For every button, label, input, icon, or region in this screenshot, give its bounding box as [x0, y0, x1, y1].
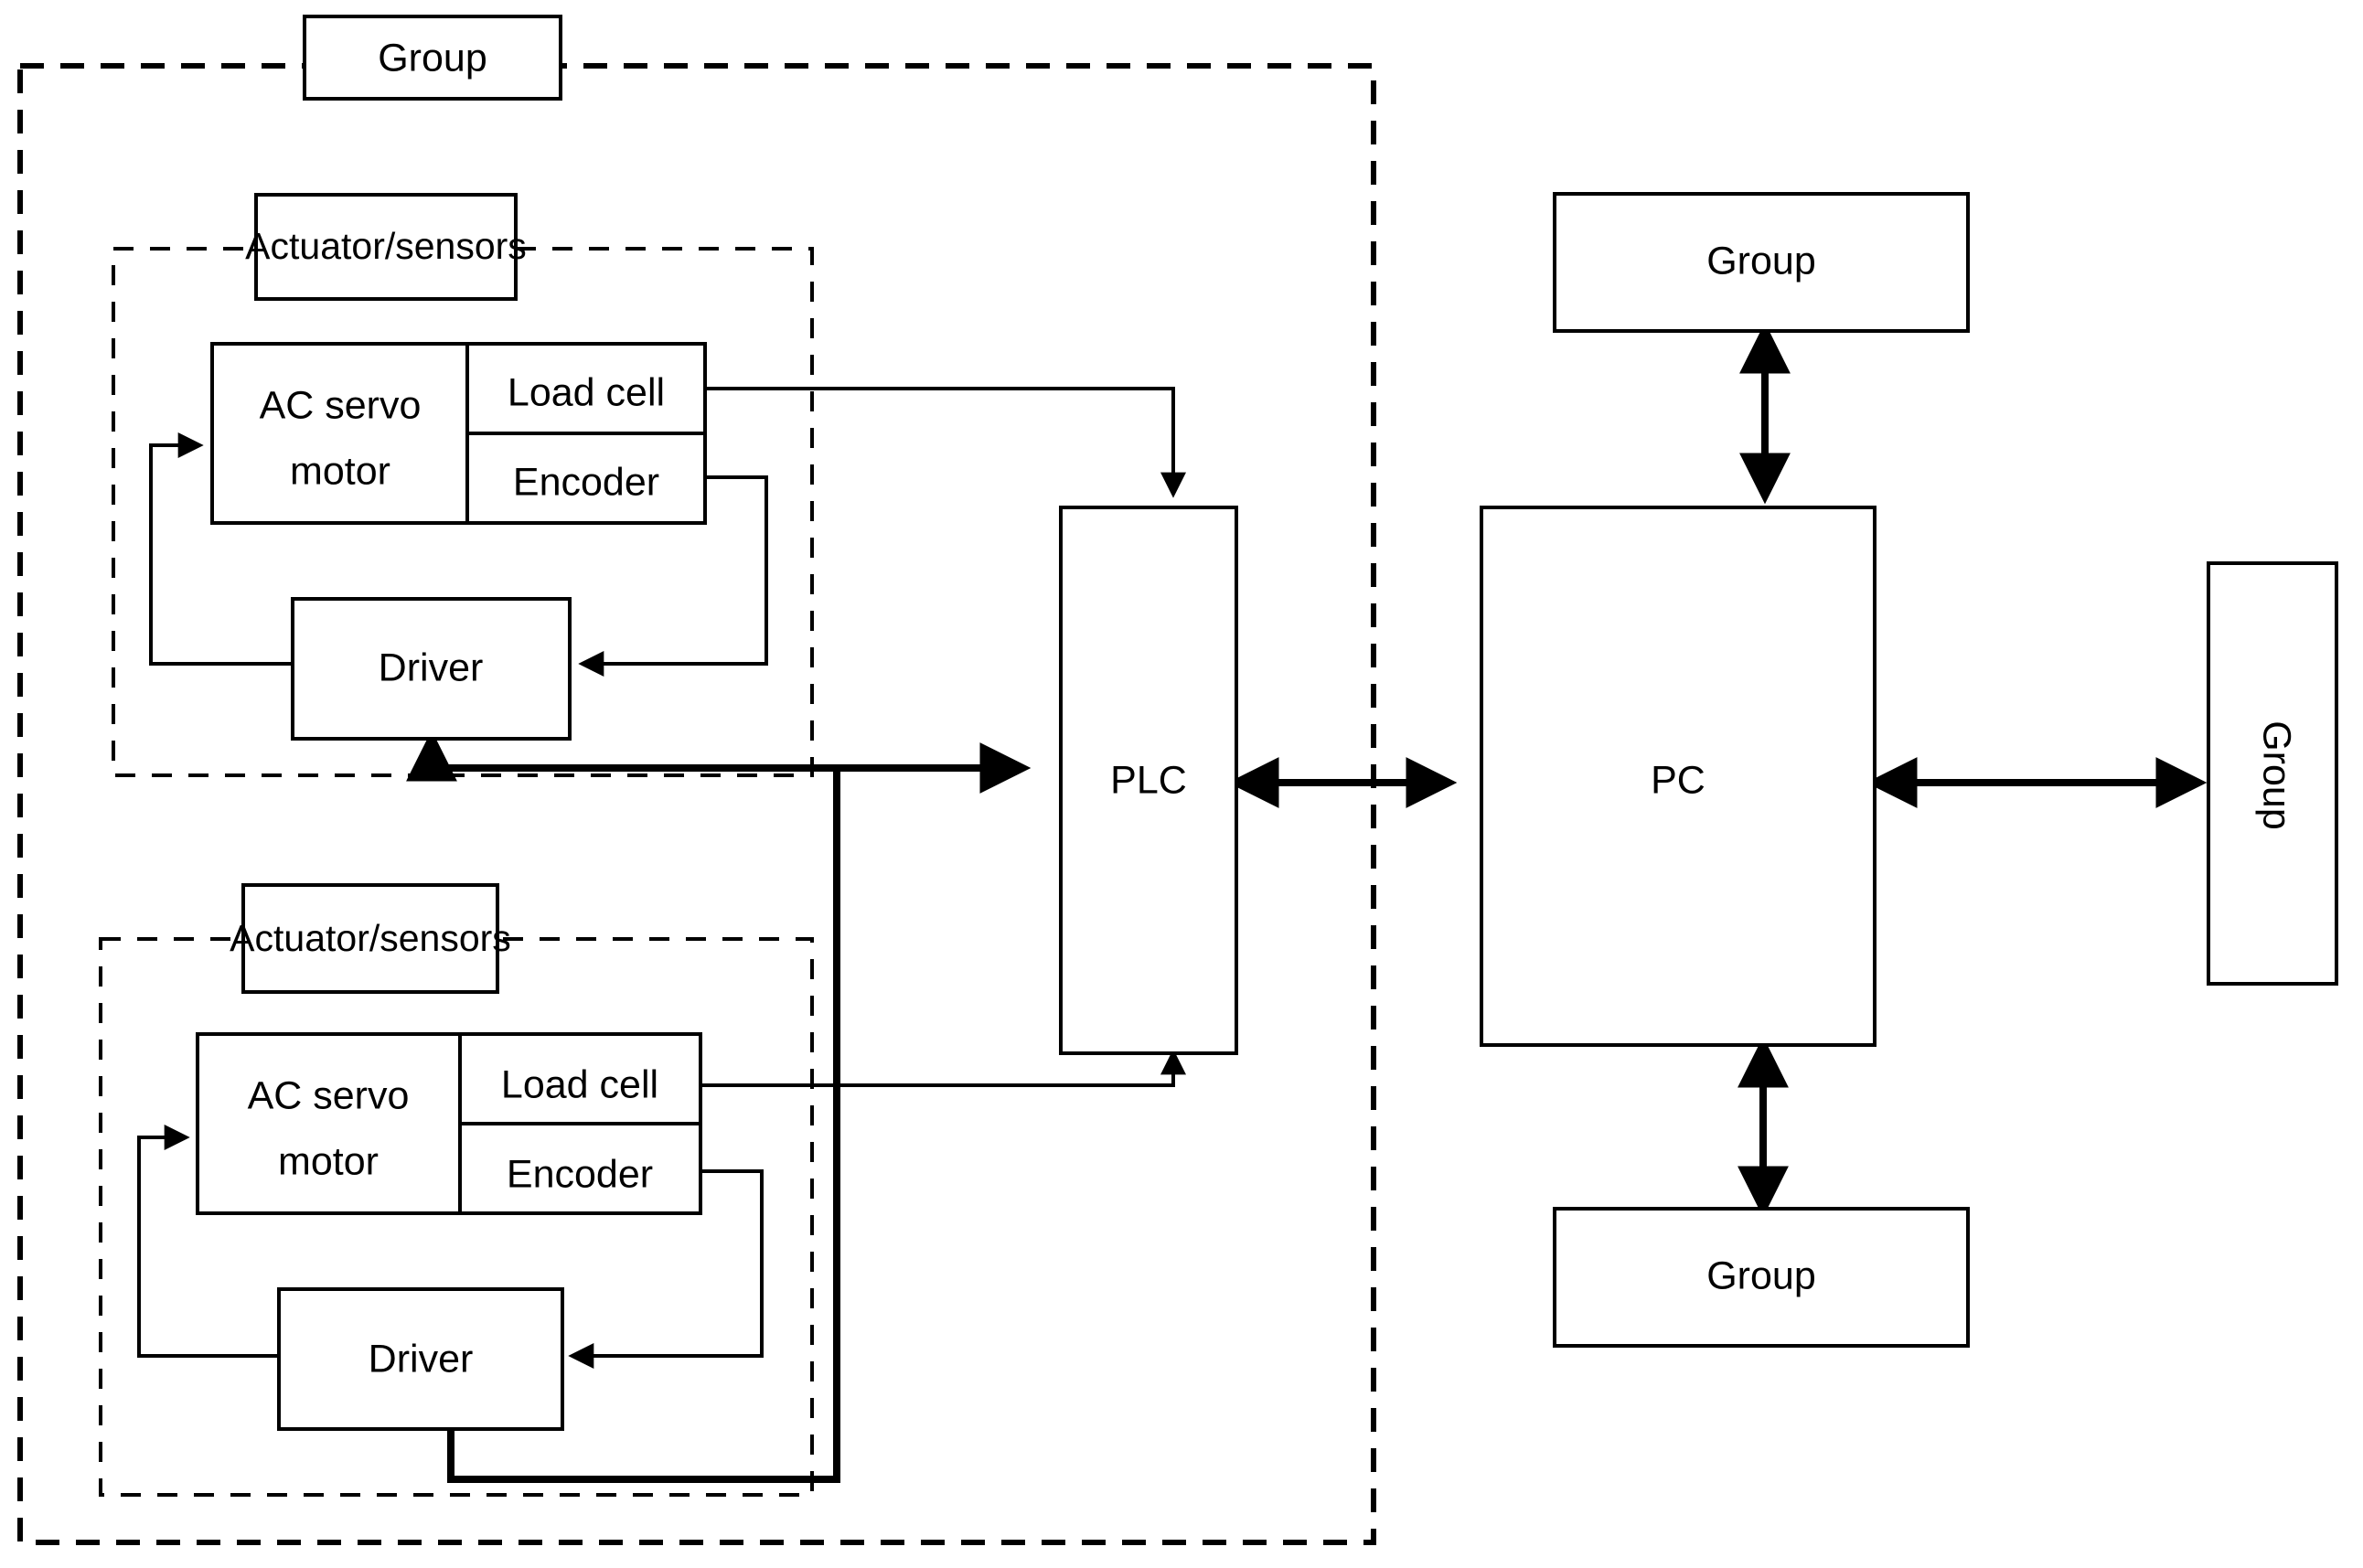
load-cell-lower-label: Load cell — [501, 1062, 658, 1106]
edge-driver-upper-to-motor-upper — [149, 432, 293, 666]
node-actuator-sensors-upper[interactable]: Actuator/sensors — [245, 193, 527, 301]
ac-servo-motor-upper-label-line1: AC servo — [260, 383, 422, 427]
actuator-sensors-lower-label: Actuator/sensors — [230, 917, 511, 959]
group-right-rect — [2207, 561, 2338, 986]
ac-servo-motor-lower-label-line2: motor — [278, 1139, 379, 1183]
group-top-right-label: Group — [1706, 239, 1816, 283]
ac-servo-motor-upper-label-line2: motor — [290, 449, 390, 493]
node-group-top-right[interactable]: Group — [1553, 192, 1970, 333]
encoder-lower-label: Encoder — [507, 1152, 653, 1196]
edge-encoder-lower-to-driver-lower — [568, 1169, 764, 1369]
node-driver-upper[interactable]: Driver — [291, 597, 572, 741]
group-top-left-rect — [303, 15, 562, 101]
edge-load-cell-upper-to-plc — [705, 387, 1186, 498]
group-bottom-rect — [1553, 1207, 1970, 1348]
node-pc[interactable]: PC — [1480, 506, 1876, 1047]
actuator-sensors-lower-rect — [241, 883, 499, 994]
node-motor-sensor-block-upper[interactable]: AC servo motor Load cell Encoder — [210, 342, 707, 525]
node-group-right[interactable]: Group — [2207, 561, 2338, 986]
edge-encoder-upper-to-driver-upper — [578, 475, 768, 677]
group-top-right-rect — [1553, 192, 1970, 333]
edge-load-cell-lower-to-plc — [700, 1049, 1186, 1087]
system-boundary-dashed — [17, 63, 1376, 1545]
edge-driver-lower-to-motor-lower — [137, 1125, 279, 1358]
node-driver-lower[interactable]: Driver — [277, 1287, 564, 1431]
node-plc[interactable]: PLC — [1059, 506, 1238, 1055]
plc-rect — [1059, 506, 1238, 1055]
encoder-upper-label: Encoder — [513, 460, 659, 504]
load-cell-upper-label: Load cell — [508, 370, 665, 414]
ac-servo-motor-lower-label-line1: AC servo — [248, 1073, 410, 1117]
node-group-top-left[interactable]: Group — [303, 15, 562, 101]
group-bottom-label: Group — [1706, 1253, 1816, 1297]
actuator-boundary-lower-dashed — [99, 937, 814, 1497]
pc-rect — [1480, 506, 1876, 1047]
driver-upper-rect — [291, 597, 572, 741]
plc-label: PLC — [1110, 758, 1187, 802]
group-right-label: Group — [2255, 720, 2299, 830]
node-group-bottom[interactable]: Group — [1553, 1207, 1970, 1348]
pc-label: PC — [1651, 758, 1705, 802]
group-top-left-label: Group — [378, 36, 487, 80]
node-actuator-sensors-lower[interactable]: Actuator/sensors — [230, 883, 511, 994]
driver-upper-label: Driver — [379, 645, 484, 689]
node-motor-sensor-block-lower[interactable]: AC servo motor Load cell Encoder — [196, 1032, 702, 1215]
actuator-sensors-upper-label: Actuator/sensors — [245, 225, 527, 267]
driver-lower-label: Driver — [369, 1337, 474, 1381]
driver-lower-rect — [277, 1287, 564, 1431]
actuator-sensors-upper-rect — [254, 193, 518, 301]
